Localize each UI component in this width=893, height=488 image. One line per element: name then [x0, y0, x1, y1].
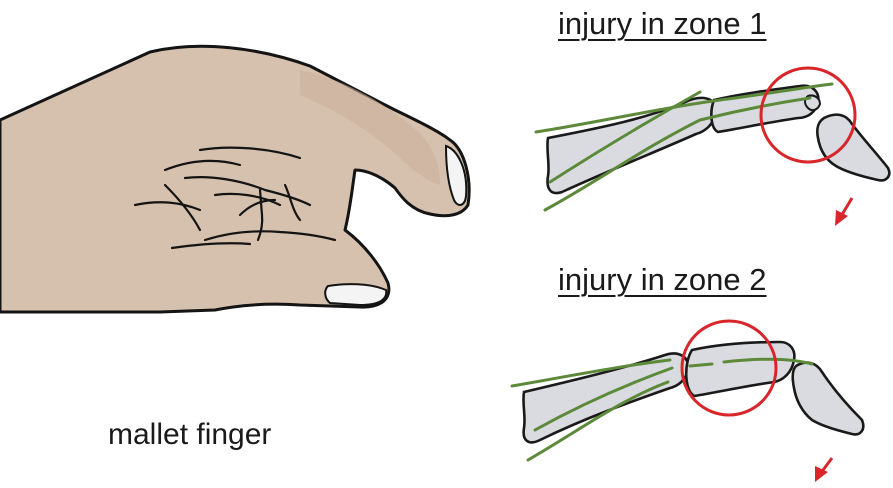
zone1-title: injury in zone 1 — [558, 6, 767, 42]
zone1-finger-bones — [536, 68, 889, 226]
zone2-distal-phalanx — [793, 363, 864, 435]
zone2-finger-bones — [512, 321, 863, 482]
diagram-caption: mallet finger — [108, 418, 271, 452]
hand-body — [0, 46, 469, 312]
thumb-nail — [325, 284, 386, 305]
hand-illustration — [0, 46, 469, 312]
zone2-title: injury in zone 2 — [558, 262, 767, 298]
zone2-middle-phalanx — [686, 342, 794, 396]
zone2-proximal-phalanx — [523, 353, 688, 442]
zone1-droop-arrow-icon — [835, 198, 852, 226]
zone2-droop-arrow-icon — [815, 458, 832, 482]
zone1-proximal-phalanx — [547, 98, 716, 193]
